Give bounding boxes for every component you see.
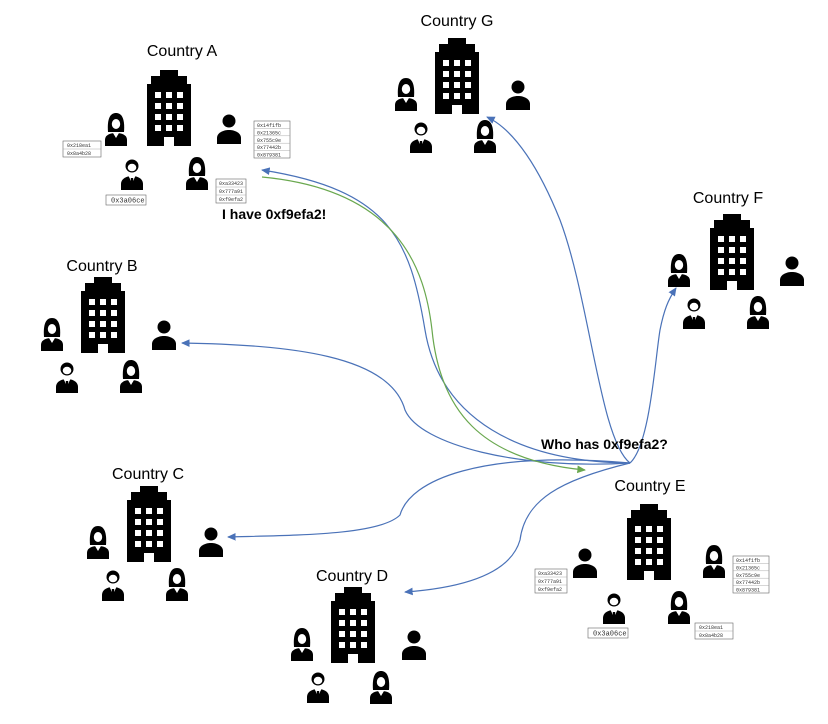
country-c-person-suit-icon bbox=[102, 570, 124, 601]
svg-text:0x755c9e: 0x755c9e bbox=[257, 138, 281, 144]
country-a-person-male-icon bbox=[217, 114, 241, 144]
country-c-person-male-icon bbox=[199, 527, 223, 557]
country-g-person-female-2-icon bbox=[474, 120, 496, 153]
country-g-person-female-icon bbox=[395, 78, 417, 111]
svg-text:0x21365c: 0x21365c bbox=[736, 565, 760, 571]
country-g-building-icon bbox=[435, 38, 479, 114]
country-g: Country G bbox=[395, 13, 530, 153]
country-a-person-suit-icon bbox=[121, 159, 143, 190]
arrow-to-country-d bbox=[404, 462, 631, 596]
country-e-person-male-icon bbox=[573, 548, 597, 578]
country-b-person-suit-icon bbox=[56, 362, 78, 393]
svg-text:0xa33423: 0xa33423 bbox=[538, 571, 562, 577]
country-e-person-suit-icon bbox=[603, 593, 625, 624]
country-d-person-male-icon bbox=[402, 630, 426, 660]
country-a-address-list-5: 0x14f1fb 0x21365c 0x755c9e 0x77442b 0x87… bbox=[253, 120, 291, 159]
country-f-building-icon bbox=[710, 214, 754, 290]
country-a-person-female-icon bbox=[105, 113, 127, 146]
request-callout: Who has 0xf9efa2? bbox=[541, 436, 668, 452]
country-b: Country B bbox=[41, 258, 176, 393]
svg-text:0xa33423: 0xa33423 bbox=[219, 181, 243, 187]
country-d-building-icon bbox=[331, 587, 375, 663]
country-b-person-male-icon bbox=[152, 320, 176, 350]
country-d-person-suit-icon bbox=[307, 672, 329, 703]
svg-text:0xf9efa2: 0xf9efa2 bbox=[538, 587, 562, 593]
country-b-person-female-2-icon bbox=[120, 360, 142, 393]
country-f-person-suit-icon bbox=[683, 298, 705, 329]
country-c-building-icon bbox=[127, 486, 171, 562]
country-e-label: Country E bbox=[614, 478, 685, 495]
svg-text:0x8a4b28: 0x8a4b28 bbox=[699, 633, 723, 639]
country-f-person-female-2-icon bbox=[747, 296, 769, 329]
country-a: Country A 0x218ea1 0x8a4b28 0x14f1fb 0x2… bbox=[62, 43, 291, 206]
country-e-address-single: 0x3a06ce bbox=[587, 627, 629, 639]
country-f: Country F bbox=[668, 190, 804, 329]
svg-text:0x21365c: 0x21365c bbox=[257, 130, 281, 136]
country-a-label: Country A bbox=[147, 43, 218, 60]
svg-text:0x3a06ce: 0x3a06ce bbox=[593, 631, 627, 639]
country-a-person-female-2-icon bbox=[186, 157, 208, 190]
country-b-building-icon bbox=[81, 277, 125, 353]
reply-arrow-a-to-e bbox=[261, 176, 586, 474]
country-c-person-female-icon bbox=[87, 526, 109, 559]
country-a-address-single: 0x3a06ce bbox=[105, 194, 147, 206]
svg-text:0x8a4b28: 0x8a4b28 bbox=[67, 151, 91, 157]
broadcast-arrows bbox=[181, 116, 677, 596]
country-e-address-list-5: 0x14f1fb 0x21365c 0x755c9e 0x77442b 0x87… bbox=[732, 555, 770, 594]
country-f-person-male-icon bbox=[780, 256, 804, 286]
country-d-person-female-icon bbox=[291, 628, 313, 661]
svg-text:0x14f1fb: 0x14f1fb bbox=[736, 558, 760, 564]
country-f-person-female-icon bbox=[668, 254, 690, 287]
country-e-building-icon bbox=[627, 504, 671, 580]
country-b-person-female-icon bbox=[41, 318, 63, 351]
country-e-person-female-icon bbox=[703, 545, 725, 578]
country-e-address-list-3: 0xa33423 0x777a91 0xf9efa2 bbox=[534, 568, 568, 594]
country-g-person-male-icon bbox=[506, 80, 530, 110]
svg-text:0xf9efa2: 0xf9efa2 bbox=[219, 197, 243, 203]
svg-text:0x777a91: 0x777a91 bbox=[219, 189, 243, 195]
svg-text:0x218ea1: 0x218ea1 bbox=[699, 625, 723, 631]
country-g-person-suit-icon bbox=[410, 122, 432, 153]
arrow-to-country-a bbox=[261, 167, 631, 464]
country-c-person-female-2-icon bbox=[166, 568, 188, 601]
arrow-to-country-g bbox=[486, 116, 631, 464]
country-e-address-list-2: 0x218ea1 0x8a4b28 bbox=[694, 622, 734, 640]
reply-callout: I have 0xf9efa2! bbox=[222, 206, 326, 222]
svg-text:0x3a06ce: 0x3a06ce bbox=[111, 198, 145, 206]
svg-text:0x77442b: 0x77442b bbox=[736, 580, 760, 586]
arrow-to-country-c bbox=[227, 459, 631, 541]
country-f-label: Country F bbox=[693, 190, 763, 207]
reply-arrow bbox=[261, 176, 586, 474]
country-d-person-female-2-icon bbox=[370, 671, 392, 704]
country-e-person-female-2-icon bbox=[668, 591, 690, 624]
svg-text:0x777a91: 0x777a91 bbox=[538, 579, 562, 585]
country-d: Country D bbox=[291, 568, 426, 704]
svg-text:0x218ea1: 0x218ea1 bbox=[67, 143, 91, 149]
country-e: Who has 0xf9efa2? Country E 0xa33423 0x7… bbox=[534, 436, 770, 640]
country-a-address-list-3: 0xa33423 0x777a91 0xf9efa2 bbox=[215, 178, 247, 204]
arrow-to-country-f bbox=[629, 287, 677, 464]
svg-text:0x77442b: 0x77442b bbox=[257, 145, 281, 151]
svg-text:0x14f1fb: 0x14f1fb bbox=[257, 123, 281, 129]
country-c-label: Country C bbox=[112, 466, 184, 483]
country-g-label: Country G bbox=[421, 13, 494, 30]
country-d-label: Country D bbox=[316, 568, 388, 585]
svg-text:0x879381: 0x879381 bbox=[736, 588, 760, 594]
country-a-building-icon bbox=[147, 70, 191, 146]
country-c: Country C bbox=[87, 466, 223, 601]
country-a-address-list-2: 0x218ea1 0x8a4b28 bbox=[62, 140, 102, 158]
country-b-label: Country B bbox=[66, 258, 137, 275]
svg-text:0x879381: 0x879381 bbox=[257, 153, 281, 159]
svg-text:0x755c9e: 0x755c9e bbox=[736, 573, 760, 579]
